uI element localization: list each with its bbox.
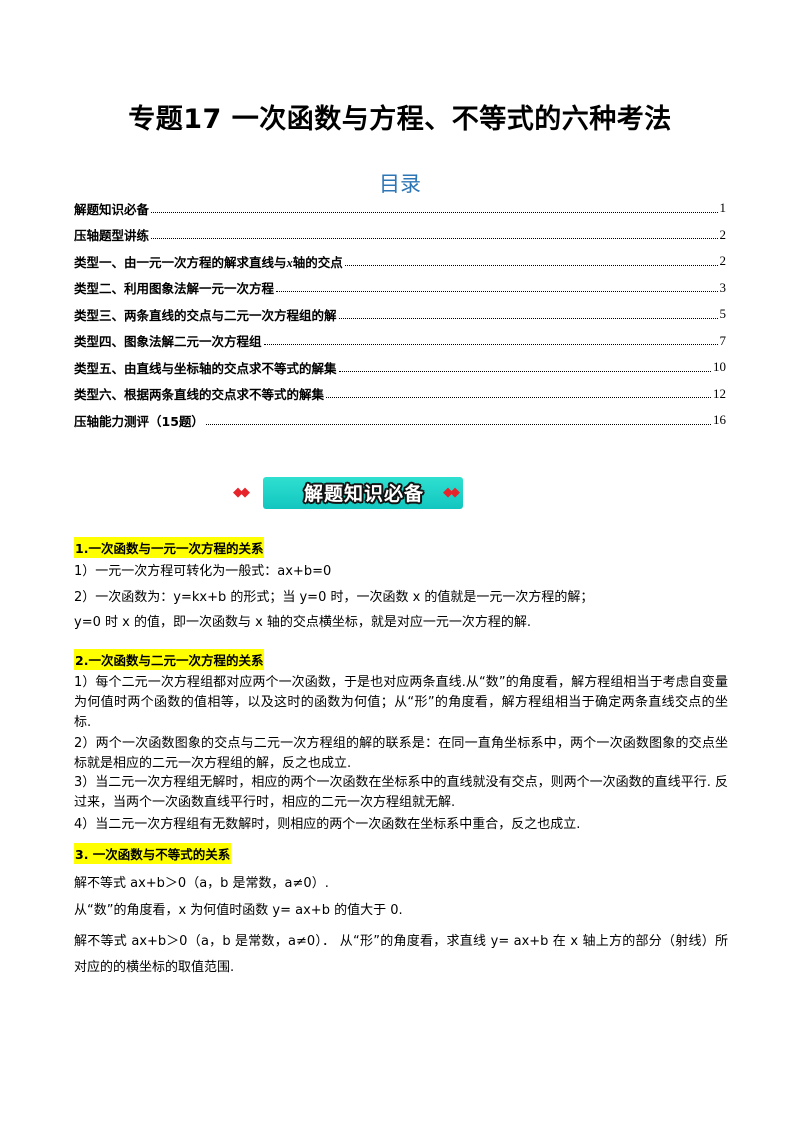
toc-entry[interactable]: 类型六、根据两条直线的交点求不等式的解集 12 [74,381,726,408]
paragraph: y=0 时 x 的值，即一次函数与 x 轴的交点横坐标，就是对应一元一次方程的解… [74,615,532,630]
section-banner: ◆◆ 解题知识必备 ◆◆ [233,477,568,511]
toc-leader-dots [151,238,718,240]
toc-entry[interactable]: 压轴题型讲练 2 [74,222,726,249]
toc-entry[interactable]: 压轴能力测评（15题） 16 [74,407,726,434]
toc-entry-label: 类型四、图象法解二元一次方程组 [74,334,262,350]
paragraph: 1）每个二元一次方程组都对应两个一次函数，于是也对应两条直线.从“数”的角度看，… [74,675,728,730]
paragraph: 解不等式 ax+b＞0（a，b 是常数，a≠0）． 从“形”的角度看，求直线 y… [74,934,728,975]
toc-entry-page: 2 [719,226,727,242]
toc-entry-page: 2 [719,253,727,269]
toc-leader-dots [326,397,711,399]
toc-leader-dots [205,423,711,425]
toc-leader-dots [276,291,718,293]
table-of-contents: 解题知识必备 1 压轴题型讲练 2 类型一、由一元一次方程的解求直线与x轴的交点… [74,195,726,434]
toc-entry-label: 类型三、两条直线的交点与二元一次方程组的解 [74,307,337,323]
toc-entry-label: 压轴题型讲练 [74,228,150,244]
toc-entry-label: 类型一、由一元一次方程的解求直线与x轴的交点 [74,254,343,270]
toc-entry-label: 类型五、由直线与坐标轴的交点求不等式的解集 [74,360,337,376]
paragraph: 2）一次函数为：y=kx+b 的形式；当 y=0 时，一次函数 x 的值就是一元… [74,590,594,605]
toc-entry-page: 10 [713,359,726,375]
paragraph: 4）当二元一次方程组有无数解时，则相应的两个一次函数在坐标系中重合，反之也成立. [74,817,581,832]
toc-entry-page: 7 [719,332,727,348]
toc-heading: 目录 [379,172,421,196]
toc-leader-dots [263,344,718,346]
banner-background [263,477,463,509]
section-heading: 3. 一次函数与不等式的关系 [74,843,232,864]
toc-leader-dots [344,264,718,266]
toc-entry[interactable]: 类型四、图象法解二元一次方程组 7 [74,328,726,355]
section-heading: 1.一次函数与一元一次方程的关系 [74,537,265,558]
paragraph: 1）一元一次方程可转化为一般式：ax+b=0 [74,564,332,579]
toc-entry[interactable]: 类型三、两条直线的交点与二元一次方程组的解 5 [74,301,726,328]
page-title: 专题17 一次函数与方程、不等式的六种考法 [128,104,672,135]
toc-entry-page: 3 [719,279,727,295]
diamond-decoration-right-icon: ◆◆ [443,485,460,500]
paragraph: 解不等式 ax+b＞0（a，b 是常数，a≠0）. [74,876,329,891]
toc-entry-label: 压轴能力测评（15题） [74,413,204,429]
toc-leader-dots [151,211,718,213]
toc-entry-label: 类型二、利用图象法解一元一次方程 [74,281,275,297]
toc-entry-page: 12 [713,385,726,401]
paragraph: 从“数”的角度看，x 为何值时函数 y= ax+b 的值大于 0. [74,903,403,918]
toc-entry[interactable]: 解题知识必备 1 [74,195,726,222]
toc-entry[interactable]: 类型一、由一元一次方程的解求直线与x轴的交点 2 [74,248,726,275]
toc-entry[interactable]: 类型五、由直线与坐标轴的交点求不等式的解集 10 [74,354,726,381]
diamond-decoration-left-icon: ◆◆ [233,485,250,500]
toc-entry-page: 16 [713,412,726,428]
toc-entry-label: 类型六、根据两条直线的交点求不等式的解集 [74,387,325,403]
toc-entry-page: 1 [719,200,727,216]
toc-leader-dots [338,317,718,319]
paragraph: 3）当二元一次方程组无解时，相应的两个一次函数在坐标系中的直线就没有交点，则两个… [74,775,728,810]
section-heading: 2.一次函数与二元一次方程的关系 [74,649,265,670]
toc-entry-page: 5 [719,306,727,322]
banner-title: 解题知识必备 [303,483,424,505]
toc-leader-dots [338,370,711,372]
toc-entry[interactable]: 类型二、利用图象法解一元一次方程 3 [74,275,726,302]
paragraph: 2）两个一次函数图象的交点与二元一次方程组的解的联系是：在同一直角坐标系中，两个… [74,736,728,771]
toc-entry-label: 解题知识必备 [74,201,150,217]
